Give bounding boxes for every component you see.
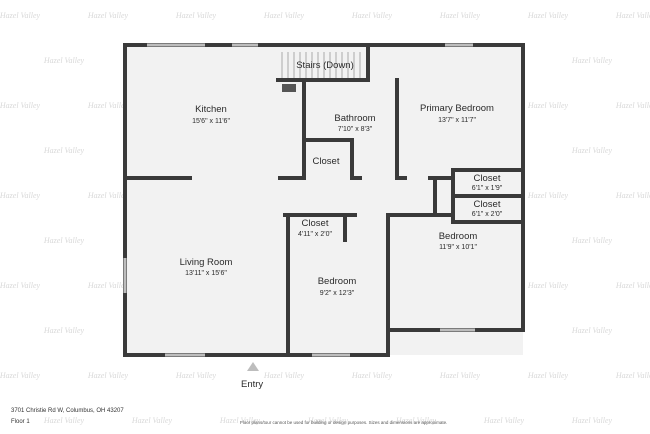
watermark-text: Hazel Valley: [0, 101, 41, 110]
watermark-text: Hazel Valley: [571, 56, 613, 65]
primary-closet-2-dims: 6'1" x 2'0": [472, 211, 503, 218]
watermark-text: Hazel Valley: [527, 11, 569, 20]
watermark-text: Hazel Valley: [527, 191, 569, 200]
watermark-text: Hazel Valley: [263, 371, 305, 380]
property-address: 3701 Christie Rd W, Columbus, OH 43207: [11, 408, 124, 414]
watermark-text: Hazel Valley: [43, 56, 85, 65]
middle-bedroom-name: Bedroom: [318, 276, 357, 287]
watermark-text: Hazel Valley: [0, 281, 41, 290]
stairs: [281, 52, 361, 92]
primary-bedroom-name: Primary Bedroom: [420, 103, 494, 114]
living-room-name: Living Room: [180, 257, 233, 268]
watermark-text: Hazel Valley: [43, 146, 85, 155]
primary-closet-1-dims: 6'1" x 1'9": [472, 185, 503, 192]
watermark-text: Hazel Valley: [571, 326, 613, 335]
room-labels: Kitchen 15'6" x 11'6" Stairs (Down) Bath…: [180, 60, 503, 297]
watermark-text: Hazel Valley: [87, 281, 129, 290]
primary-closet-2-name: Closet: [474, 199, 501, 210]
kitchen-dims: 15'6" x 11'6": [192, 118, 230, 125]
watermark-text: Hazel Valley: [395, 416, 437, 425]
watermark-text: Hazel Valley: [131, 416, 173, 425]
watermark-text: Hazel Valley: [175, 11, 217, 20]
middle-bedroom-dims: 9'2" x 12'3": [320, 290, 355, 297]
watermark-text: Hazel Valley: [571, 416, 613, 425]
watermark-text: Hazel Valley: [175, 371, 217, 380]
entry-label: Entry: [241, 379, 264, 390]
watermark-text: Hazel Valley: [87, 191, 129, 200]
watermark-text: Hazel Valley: [43, 236, 85, 245]
watermark-text: Hazel Valley: [615, 11, 650, 20]
primary-bedroom-dims: 13'7" x 11'7": [438, 117, 476, 124]
bathroom-name: Bathroom: [334, 113, 375, 124]
watermark-text: Hazel Valley: [527, 101, 569, 110]
watermark-text: Hazel Valley: [263, 11, 305, 20]
right-bedroom-name: Bedroom: [439, 231, 478, 242]
watermark-text: Hazel Valley: [0, 11, 41, 20]
watermark-text: Hazel Valley: [615, 191, 650, 200]
hall-closet-name: Closet: [313, 156, 340, 167]
watermark-text: Hazel Valley: [351, 11, 393, 20]
watermark-text: Hazel Valley: [483, 416, 525, 425]
watermark-text: Hazel Valley: [571, 146, 613, 155]
watermark-text: Hazel Valley: [571, 236, 613, 245]
watermark-text: Hazel Valley: [87, 101, 129, 110]
floor-label: Floor 1: [11, 419, 30, 425]
watermark-text: Hazel Valley: [87, 371, 129, 380]
watermark-text: Hazel Valley: [439, 11, 481, 20]
watermark-text: Hazel Valley: [0, 371, 41, 380]
watermark-text: Hazel Valley: [219, 416, 261, 425]
watermark-text: Hazel Valley: [307, 416, 349, 425]
watermark-text: Hazel Valley: [615, 371, 650, 380]
watermark-text: Hazel Valley: [527, 281, 569, 290]
kitchen-name: Kitchen: [195, 104, 227, 115]
bedroom-closet-dims: 4'11" x 2'0": [298, 231, 332, 238]
watermark-text: Hazel Valley: [615, 281, 650, 290]
watermark-text: Hazel Valley: [43, 326, 85, 335]
right-bedroom-dims: 11'9" x 10'1": [439, 244, 477, 251]
watermark-text: Hazel Valley: [87, 11, 129, 20]
disclaimer-text: Floor plans/tour cannot be used for buil…: [240, 420, 448, 425]
primary-closet-1-name: Closet: [474, 173, 501, 184]
stairs-name: Stairs (Down): [296, 60, 354, 71]
watermark-text: Hazel Valley: [43, 416, 85, 425]
floor-fill: [125, 45, 523, 355]
watermark-text: Hazel Valley: [439, 371, 481, 380]
watermark-text: Hazel Valley: [351, 371, 393, 380]
watermark-text: Hazel Valley: [615, 101, 650, 110]
living-room-dims: 13'11" x 15'6": [185, 270, 227, 277]
watermark-text: Hazel Valley: [0, 191, 41, 200]
entry-marker-icon: [247, 362, 259, 371]
bedroom-closet-name: Closet: [302, 218, 329, 229]
watermark-text: Hazel Valley: [527, 371, 569, 380]
windows: [123, 43, 475, 357]
bathroom-dims: 7'10" x 8'3": [338, 126, 373, 133]
